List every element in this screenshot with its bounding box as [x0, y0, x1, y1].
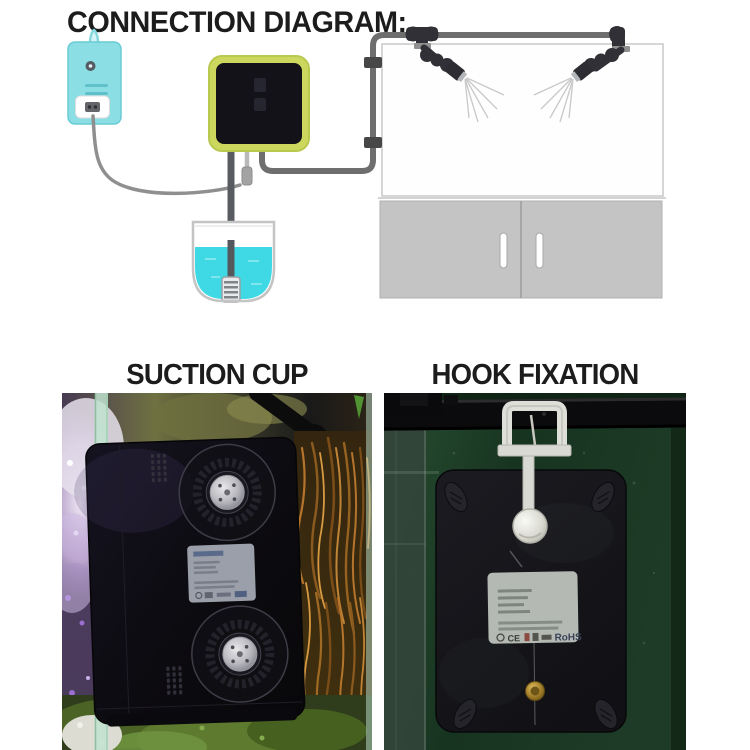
power-adapter: [67, 28, 242, 196]
controller-button-bottom: [254, 98, 266, 111]
cabinet-handle-left: [499, 232, 508, 269]
power-cable: [91, 114, 242, 196]
vent-holes-bottom: [166, 666, 183, 695]
controller-unit: [208, 55, 310, 244]
rohs-mark: RoHS: [554, 632, 582, 643]
spec-label: [187, 543, 256, 603]
above-rim: [384, 393, 686, 402]
connection-diagram: [67, 26, 666, 303]
connection-diagram-title: CONNECTION DIAGRAM:: [67, 6, 407, 39]
corner-pads: [444, 481, 618, 730]
ce-mark: CE: [507, 633, 520, 643]
rim-equipment: [384, 393, 458, 416]
cabinet-handle-right: [535, 232, 544, 269]
hook-stem: [522, 455, 535, 514]
hanging-hook: [497, 401, 572, 544]
aquarium-tank: [378, 43, 666, 199]
cert-icon: [216, 592, 231, 597]
water-container: [191, 220, 276, 303]
spray-mist-left: [464, 77, 505, 123]
cert-icon: [234, 590, 247, 598]
spray-nozzle-right: [533, 26, 630, 123]
glass-frame-right: [671, 393, 686, 750]
suction-cup-bottom: [191, 605, 289, 703]
brass-screw: [525, 681, 545, 701]
cert-icon: [541, 634, 552, 640]
cert-icon: [195, 591, 203, 600]
adapter-plug: [85, 102, 100, 112]
tank-top-clutter: [62, 393, 372, 484]
cabinet: [379, 200, 663, 299]
hook-inner-prong: [529, 414, 537, 446]
algae-device-back: [74, 436, 306, 727]
water-hose: [259, 32, 620, 174]
spec-label-right: CE RoHS: [487, 571, 582, 644]
suction-cup-photo: [62, 393, 372, 750]
cert-circle-icon: [496, 633, 505, 642]
glass-edge-right: [366, 393, 372, 750]
spray-mist-right: [533, 77, 574, 123]
controller-button-top: [254, 78, 266, 92]
hose-clip-top: [364, 57, 382, 68]
suction-cup-top: [178, 443, 276, 542]
adapter-hanger: [88, 28, 100, 44]
cert-icon: [204, 591, 213, 599]
vent-holes-top: [150, 453, 167, 483]
cert-icon: [532, 632, 539, 642]
hose-clip-bottom: [364, 137, 382, 148]
power-connector: [241, 166, 253, 186]
glass-frame-left: [384, 393, 439, 750]
spray-nozzle-left: [405, 26, 505, 123]
pad-texture: [449, 491, 613, 722]
hook-fixation-photo: CE RoHS: [384, 393, 686, 750]
hook-fixation-title: HOOK FIXATION: [431, 359, 640, 391]
green-plant: [354, 395, 364, 419]
cert-icon: [524, 633, 530, 642]
